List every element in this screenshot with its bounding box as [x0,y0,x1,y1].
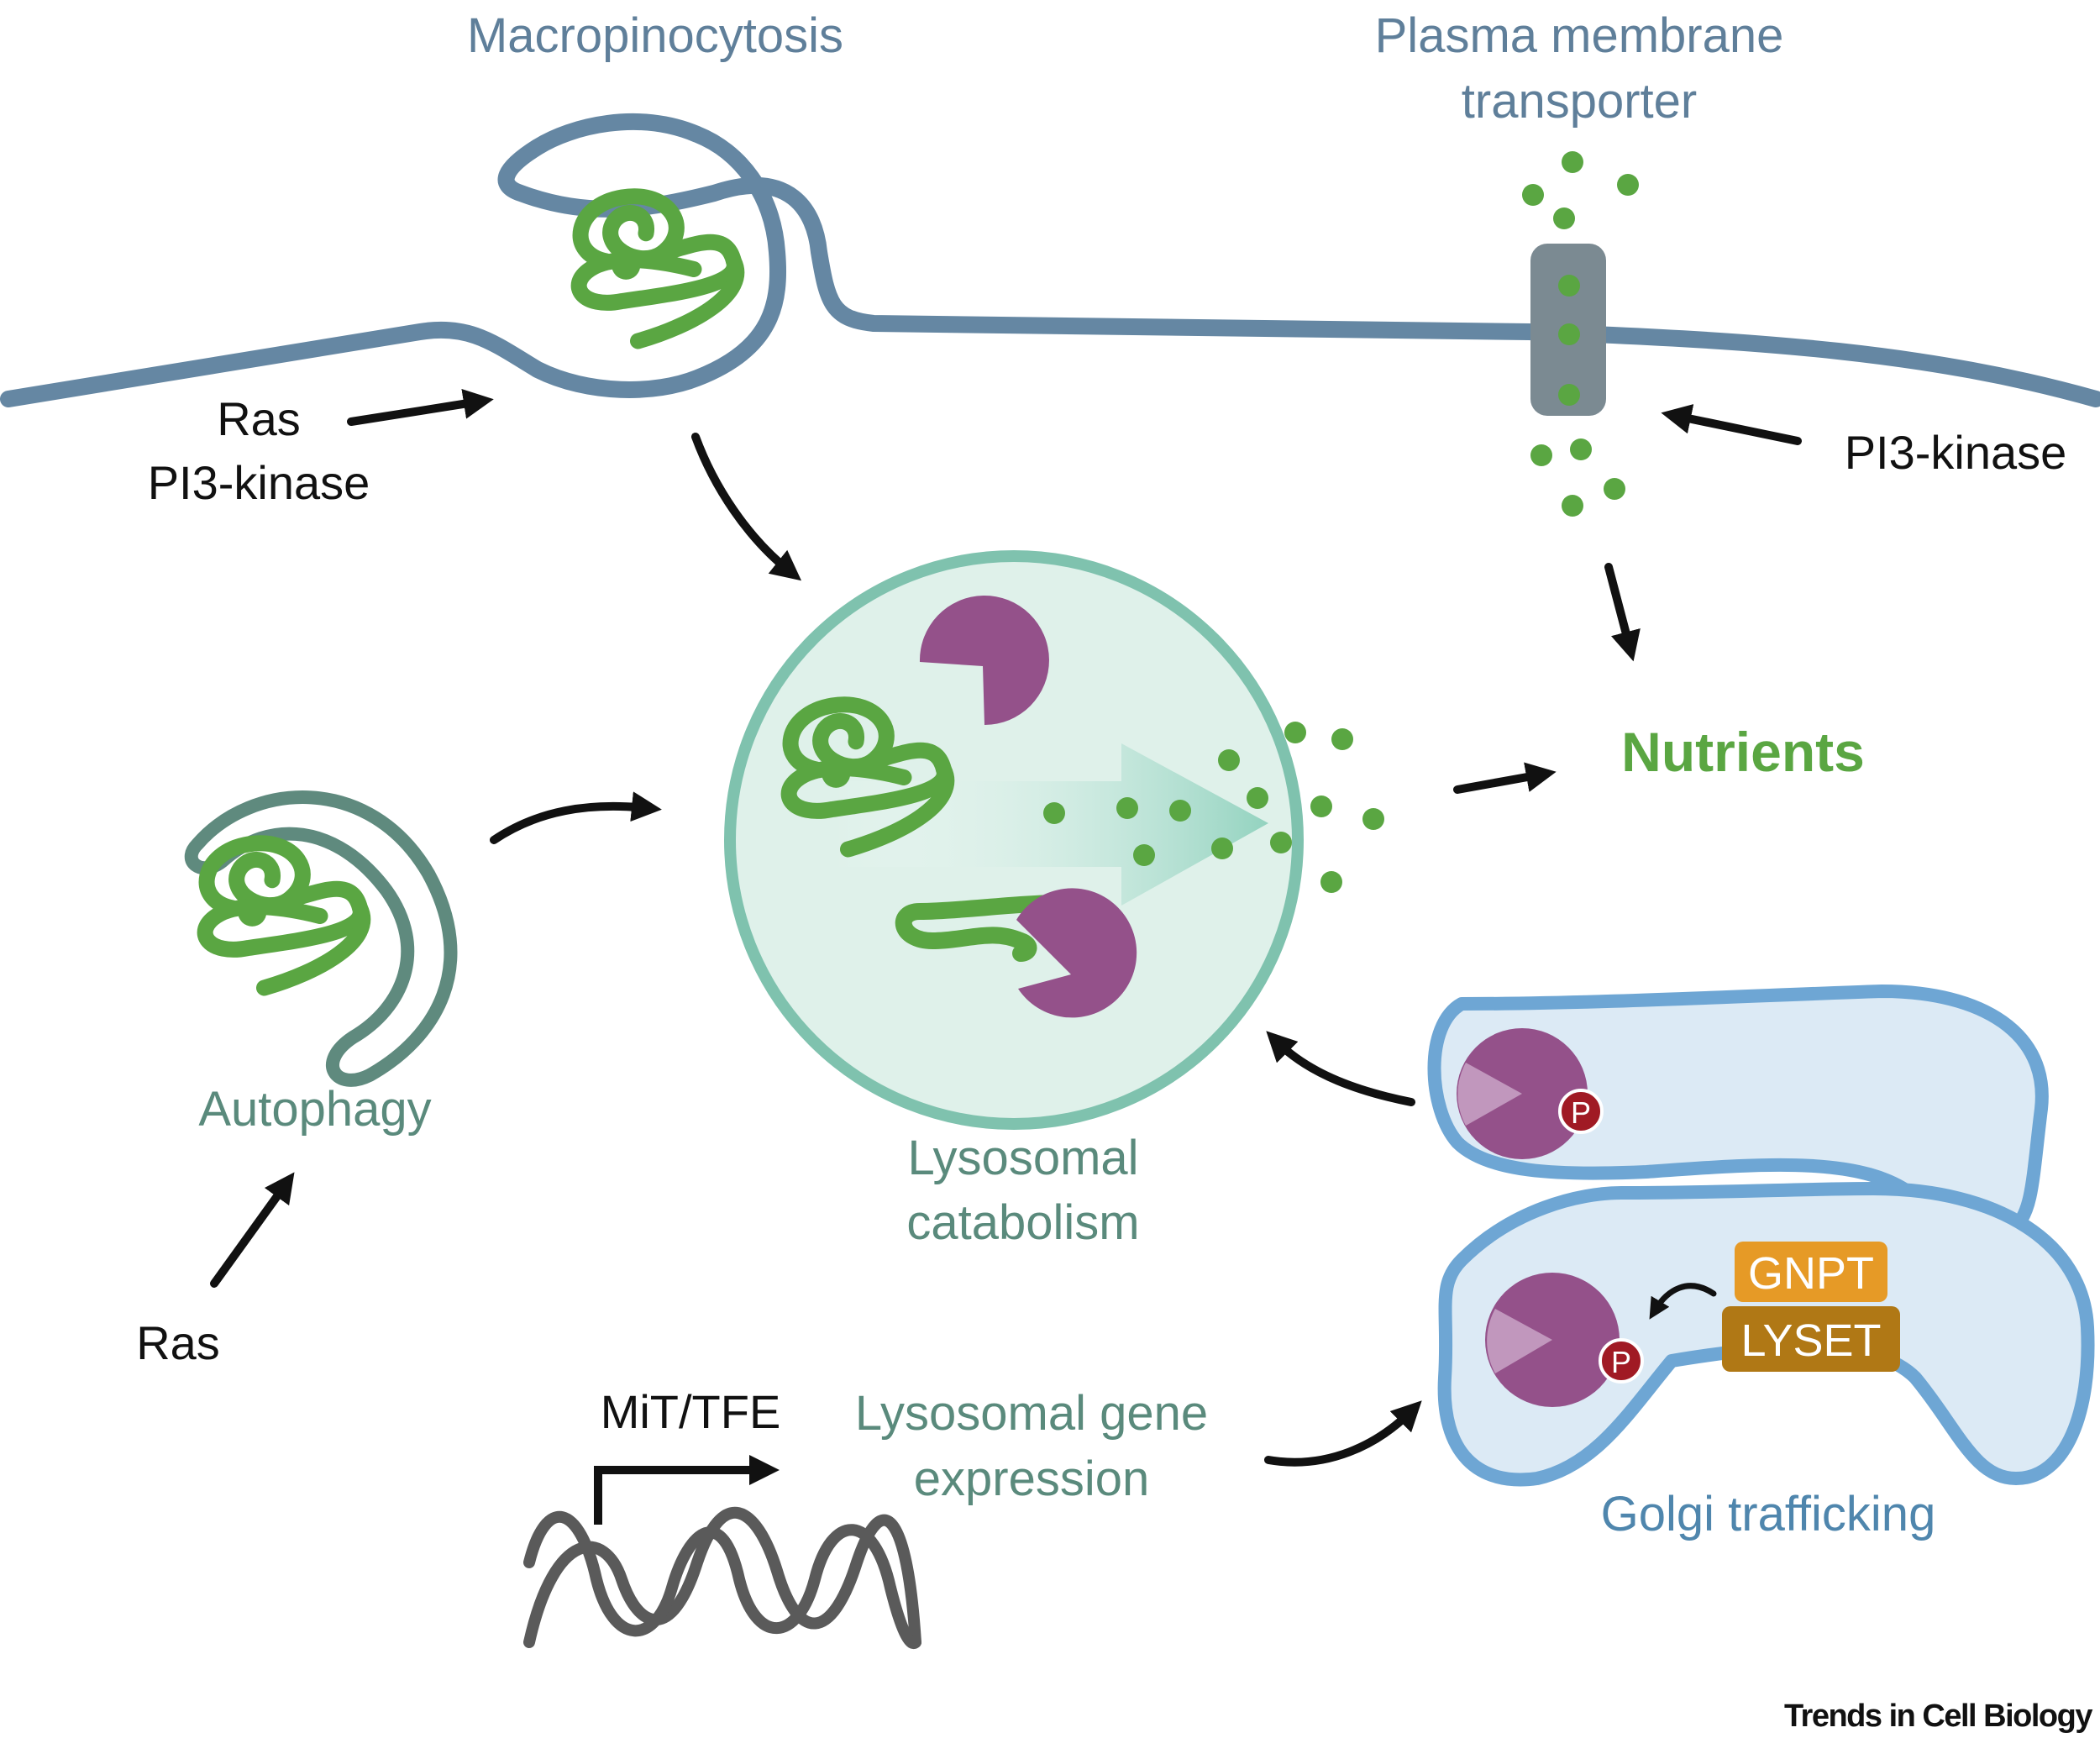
dna-helix-icon [523,1506,921,1650]
journal-credit: Trends in Cell Biology [1784,1699,2092,1734]
autophagy-label: Autophagy [198,1082,431,1137]
phosphate-label-top: P [1571,1095,1591,1130]
phosphate-badge-top [1558,1089,1604,1134]
lysosomal-gene-expression-label-line1: Lysosomal gene [855,1386,1208,1441]
lysosomal-catabolism-label-line2: catabolism [906,1195,1139,1250]
lysosomal-catabolism-label-line1: Lysosomal [907,1131,1138,1185]
gnpt-phosphorylation-arrow [1649,1283,1717,1320]
plasma-membrane-transporter-label-line2: transporter [1462,74,1697,129]
golgi-to-lysosome-arrow [1266,1031,1415,1106]
transporter-to-nutrients-arrow [1604,563,1641,662]
golgi-apparatus: P P GNPT LYSET [1427,985,2095,1487]
gene-expression-to-golgi-arrow [1264,1400,1422,1467]
gnpt-label: GNPT [1748,1248,1874,1299]
released-nutrients [1043,722,1384,893]
phosphate-label-bottom: P [1611,1345,1631,1379]
golgi-trafficking-label: Golgi trafficking [1601,1487,1936,1541]
autophagosome-protein-icon [205,843,363,988]
lysosomal-enzyme-icon [1016,888,1137,1018]
pi3-kinase-label-right: PI3-kinase [1845,426,2067,479]
plasma-membrane [0,107,2100,414]
pi3k-to-transporter-arrow [1661,404,1802,445]
transported-nutrients [1522,151,1639,517]
macropinocytosis-to-lysosome-arrow [691,433,802,581]
lyset-label: LYSET [1740,1315,1881,1366]
ras-label-top: Ras [217,392,301,445]
phosphate-badge-bottom [1599,1338,1644,1384]
nutrients-label: Nutrients [1621,721,1865,783]
promoter-arrow [594,1455,780,1525]
mit-tfe-label: MiT/TFE [601,1385,781,1438]
pi3-kinase-label-left: PI3-kinase [148,456,370,509]
process-arrows [210,389,1802,1467]
autophagosome [184,790,458,1087]
ras-to-autophagy-arrow [210,1172,295,1288]
ras-pi3k-to-macropinocytosis-arrow [347,389,494,426]
plasma-membrane-transporter-label-line1: Plasma membrane [1375,8,1784,63]
autophagy-to-lysosome-arrow [490,791,662,844]
lysosome [724,550,1304,1130]
unfolding-protein-icon [895,895,1071,962]
lyset-box [1722,1306,1900,1372]
lysosome-to-nutrients-arrow [1453,762,1557,794]
lysosomal-enzyme-icon [919,596,1049,725]
gnpt-box [1735,1242,1887,1302]
ras-label-bottom: Ras [136,1316,220,1369]
lysosomal-gene-expression-label-line2: expression [914,1452,1149,1506]
macropinocytosis-label: Macropinocytosis [467,8,843,63]
